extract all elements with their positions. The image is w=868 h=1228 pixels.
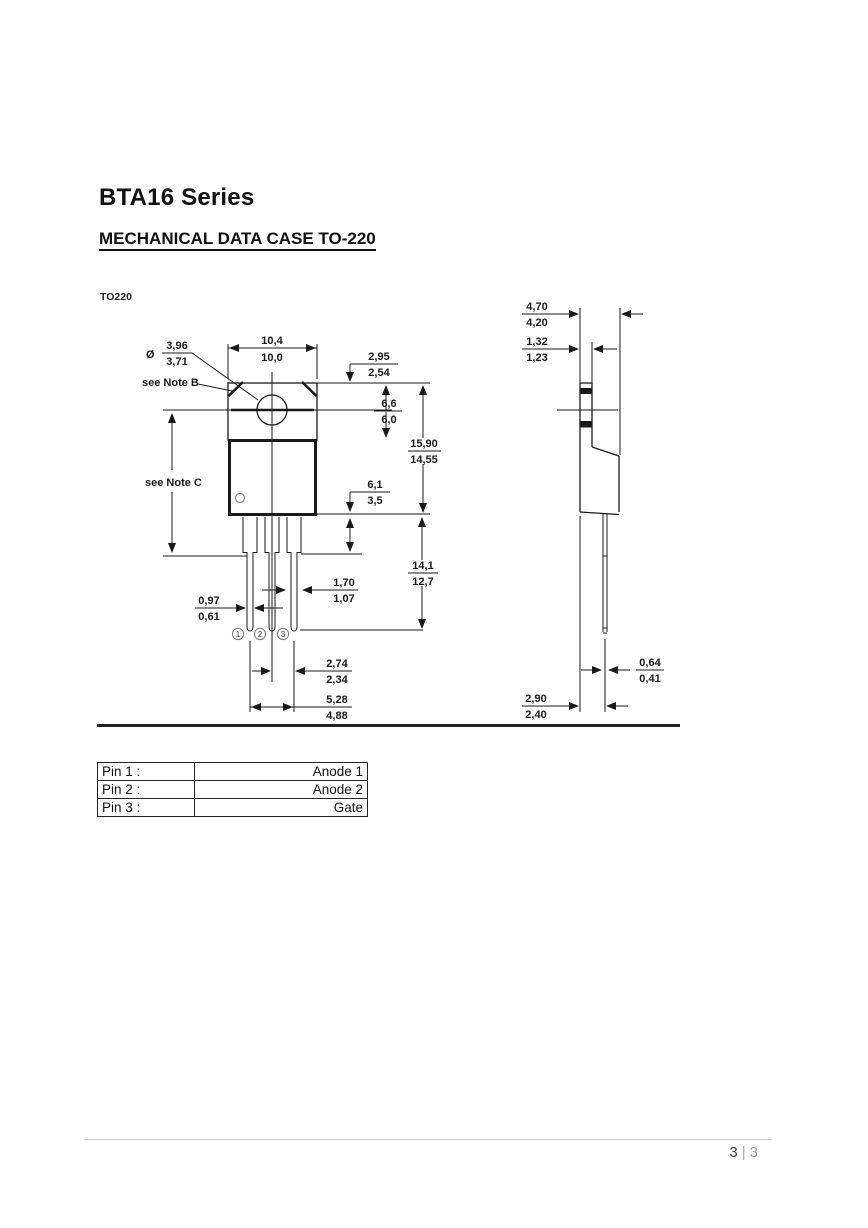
pin-3-number: 3	[281, 630, 286, 639]
dim-lead-thickness: 0,64 0,41	[581, 657, 664, 685]
svg-text:1,32: 1,32	[526, 336, 547, 348]
svg-text:2,74: 2,74	[326, 658, 348, 670]
svg-text:4,20: 4,20	[526, 317, 547, 329]
dim-lead-pitch: 2,74 2,34	[252, 658, 352, 686]
note-c: see Note C	[145, 413, 247, 557]
table-row: Pin 2 : Anode 2	[97, 780, 368, 799]
side-view: 4,70 4,20 1,32 1,23 0,64 0,41	[522, 301, 664, 721]
dim-overall-depth: 4,70 4,20	[522, 301, 643, 329]
dim-tab-thickness: 1,32 1,23	[522, 336, 617, 364]
svg-text:0,97: 0,97	[198, 595, 219, 607]
svg-text:3,71: 3,71	[166, 356, 187, 368]
svg-text:0,64: 0,64	[639, 657, 661, 669]
svg-text:6,1: 6,1	[367, 479, 382, 491]
svg-text:see Note C: see Note C	[145, 477, 202, 489]
dim-lead-length: 14,1 12,7	[300, 517, 438, 631]
pin-label: Pin 3 :	[97, 798, 195, 817]
table-row: Pin 1 : Anode 1	[97, 762, 368, 781]
dim-hole-diameter: Ø 3,96 3,71	[146, 340, 259, 401]
svg-text:14,55: 14,55	[410, 454, 438, 466]
section-heading: MECHANICAL DATA CASE TO-220	[99, 229, 376, 251]
svg-text:6,0: 6,0	[381, 414, 396, 426]
pin-markers: 1 2 3	[231, 627, 290, 641]
dim-lead-width-wide: 1,70 1,07	[262, 577, 358, 605]
dim-body-height: 15,90 14,55	[317, 385, 441, 515]
dim-lead-width-narrow: 0,97 0,61	[195, 595, 283, 623]
dim-hole-to-top: 2,95 2,54	[317, 351, 430, 384]
pin-function: Anode 2	[194, 780, 368, 799]
ejector-mark	[234, 492, 246, 504]
note-b: see Note B	[142, 377, 233, 392]
diameter-symbol: Ø	[146, 349, 155, 361]
dim-lead-offset: 2,90 2,40	[522, 693, 628, 721]
tab-band-upper	[580, 388, 592, 394]
total-pages: 3	[749, 1144, 758, 1161]
dim-shoulder: 6,1 3,5	[301, 479, 390, 555]
svg-text:10,0: 10,0	[261, 352, 282, 364]
svg-text:14,1: 14,1	[412, 560, 433, 572]
svg-text:4,70: 4,70	[526, 301, 547, 313]
svg-text:2,54: 2,54	[368, 367, 390, 379]
pin-function: Gate	[194, 798, 368, 817]
tab-band-lower	[580, 421, 592, 428]
pin-1-number: 1	[236, 630, 241, 639]
svg-text:10,4: 10,4	[261, 335, 283, 347]
molded-body-outline	[228, 439, 317, 516]
side-profile	[579, 382, 620, 516]
svg-text:2,40: 2,40	[525, 709, 546, 721]
svg-text:2,34: 2,34	[326, 674, 348, 686]
pin-2-number: 2	[258, 630, 263, 639]
front-view: 1 2 3 10,4 10,0 Ø 3,96 3	[142, 335, 441, 722]
svg-text:15,90: 15,90	[410, 438, 438, 450]
pin-assignment-table: Pin 1 : Anode 1 Pin 2 : Anode 2 Pin 3 : …	[97, 762, 368, 817]
svg-text:1,07: 1,07	[333, 593, 354, 605]
pin-label: Pin 2 :	[97, 780, 195, 799]
page-separator: |	[741, 1144, 746, 1161]
svg-text:0,61: 0,61	[198, 611, 219, 623]
svg-text:3,96: 3,96	[166, 340, 187, 352]
footer-divider	[84, 1139, 772, 1140]
svg-text:5,28: 5,28	[326, 694, 347, 706]
right-chamfer	[301, 381, 318, 397]
svg-text:0,41: 0,41	[639, 673, 660, 685]
section-divider	[97, 724, 680, 727]
svg-text:1,70: 1,70	[333, 577, 354, 589]
page-title: BTA16 Series	[99, 184, 255, 211]
page-number: 3|3	[588, 1144, 758, 1161]
svg-text:1,23: 1,23	[526, 352, 547, 364]
pin-function: Anode 1	[194, 762, 368, 781]
svg-text:2,90: 2,90	[525, 693, 546, 705]
dim-body-width: 10,4 10,0	[227, 335, 318, 379]
table-row: Pin 3 : Gate	[97, 798, 368, 817]
package-variant-label: TO220	[100, 291, 132, 303]
left-chamfer	[227, 381, 244, 397]
svg-text:4,88: 4,88	[326, 710, 347, 722]
dim-tab-height: 6,6 6,0	[374, 385, 402, 438]
svg-text:see Note B: see Note B	[142, 377, 199, 389]
svg-text:12,7: 12,7	[412, 576, 433, 588]
side-lead	[602, 514, 608, 712]
svg-text:2,95: 2,95	[368, 351, 389, 363]
pins-outline	[242, 517, 302, 632]
mounting-hole	[256, 394, 288, 426]
svg-text:3,5: 3,5	[367, 495, 382, 507]
pin-label: Pin 1 :	[97, 762, 195, 781]
current-page: 3	[729, 1144, 738, 1161]
svg-text:6,6: 6,6	[381, 398, 396, 410]
dim-lead-span: 5,28 4,88	[250, 694, 352, 722]
